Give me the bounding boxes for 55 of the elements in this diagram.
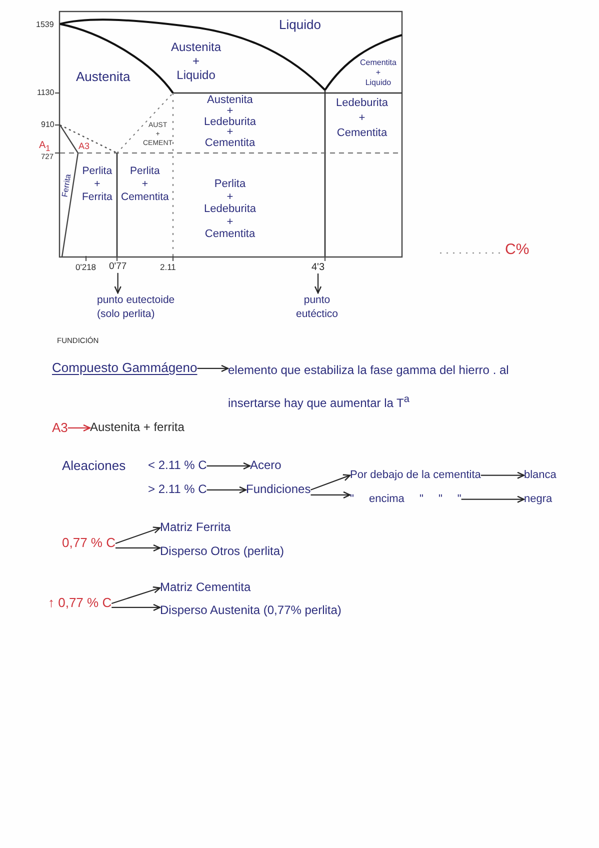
note-text: Disperso Austenita (0,77% perlita) xyxy=(160,604,342,618)
arrow xyxy=(310,491,351,498)
axis-tick-label: 4'3 xyxy=(312,262,325,274)
axis-title: C% xyxy=(505,241,530,258)
note-text: Austenita + ferrita xyxy=(90,421,184,435)
note-text: > 2.11 % C xyxy=(148,483,207,497)
note-text: < 2.11 % C xyxy=(148,459,207,473)
arrow xyxy=(115,526,161,544)
note-text: Aleaciones xyxy=(62,459,126,474)
phase-label: Ferrita xyxy=(60,172,73,198)
arrow xyxy=(314,274,322,294)
phase-label: Cementita + Liquido xyxy=(360,58,396,88)
axis-tick-label: 0'218 xyxy=(76,263,96,273)
temperature-label: 1539 xyxy=(36,20,54,30)
note-text: negra xyxy=(524,493,552,506)
arrow xyxy=(480,472,525,479)
arrow xyxy=(115,544,161,552)
arrow xyxy=(206,462,251,470)
phase-label: Perlita + Cementita xyxy=(121,165,169,204)
phase-label: Austenita + Liquido xyxy=(171,40,222,82)
note-text: elemento que estabiliza la fase gamma del hierro . al insertarse hay que aumentar la T$^{a}$ xyxy=(228,355,558,418)
note-text: Matriz Cementita xyxy=(160,581,251,595)
arrow xyxy=(310,474,351,490)
arrow xyxy=(114,272,122,294)
note-text: Matriz Ferrita xyxy=(160,521,231,535)
temperature-label: A$_{1}$ xyxy=(39,140,50,154)
note-text: " encima " " " xyxy=(350,493,462,506)
axis-tick-label: 2.11 xyxy=(160,263,176,273)
phase-label: Austenita + Ledeburita + Cementita xyxy=(204,95,256,149)
axis-tick-label: 0'77 xyxy=(109,262,127,273)
phase-label: Perlita + Ferrita xyxy=(82,165,112,204)
phase-label: Perlita + Ledeburita + Cementita xyxy=(204,178,256,240)
line-label: A3 xyxy=(78,141,90,152)
term-text: ↑ 0,77 % C xyxy=(48,596,112,611)
annotation-text: punto eutectoide (solo perlita) xyxy=(97,293,197,321)
term-text: Compuesto Gammágeno xyxy=(52,361,198,376)
temperature-label: 1130 xyxy=(37,88,54,98)
note-text: blanca xyxy=(524,469,556,482)
term-text: 0,77 % C xyxy=(62,536,116,551)
note-text: Acero xyxy=(250,459,282,473)
arrow xyxy=(197,364,229,372)
arrow xyxy=(111,586,161,604)
note-text: Disperso Otros (perlita) xyxy=(160,545,284,559)
arrow xyxy=(68,424,91,432)
phase-label: Austenita xyxy=(76,70,130,85)
note-text: Por debajo de la cementita xyxy=(350,469,481,482)
term-text: A3 xyxy=(52,421,68,436)
temperature-label: 910 xyxy=(41,120,54,130)
note-text: Fundiciones xyxy=(246,483,311,497)
phase-label: Ledeburita + Cementita xyxy=(336,96,388,141)
arrow xyxy=(112,604,161,612)
arrow xyxy=(461,496,525,503)
arrow xyxy=(206,486,247,494)
annotation-text: punto eutéctico xyxy=(296,293,338,321)
phase-label: Liquido xyxy=(279,18,321,33)
